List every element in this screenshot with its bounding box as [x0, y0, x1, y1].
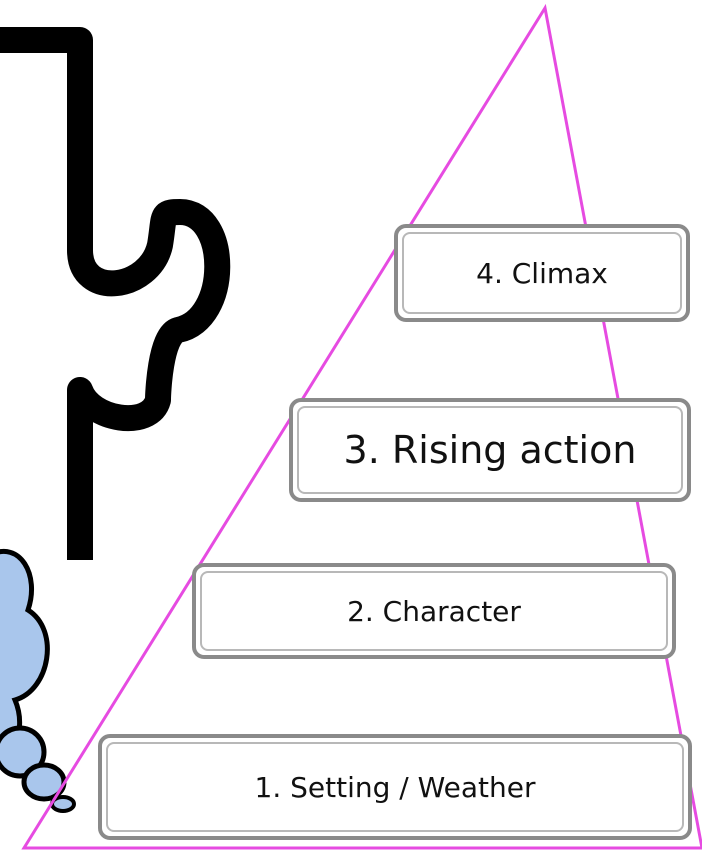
puzzle-piece-outline	[0, 27, 231, 560]
thought-bubble-puff-1	[0, 725, 47, 779]
step-box-character: 2. Character	[192, 563, 676, 659]
step-label-climax: 4. Climax	[476, 256, 608, 290]
step-label-setting-weather: 1. Setting / Weather	[254, 770, 536, 804]
step-box-setting-weather: 1. Setting / Weather	[98, 734, 692, 840]
step-box-rising-action: 3. Rising action	[289, 398, 691, 502]
puzzle-piece-icon	[0, 27, 231, 560]
step-label-character: 2. Character	[347, 594, 521, 628]
step-box-climax: 4. Climax	[394, 224, 690, 322]
step-label-rising-action: 3. Rising action	[343, 428, 637, 472]
thought-bubble-icon	[0, 548, 76, 813]
